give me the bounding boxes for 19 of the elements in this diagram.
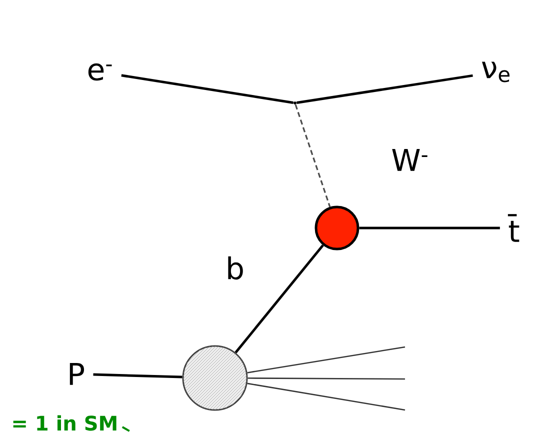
line [121, 74, 294, 104]
vertex-point [294, 102, 296, 104]
line [93, 373, 182, 378]
particle-label: e$^{-}$ [88, 63, 112, 81]
line [234, 244, 324, 354]
line [296, 74, 473, 104]
line [247, 382, 406, 411]
line [248, 378, 405, 380]
line [359, 226, 500, 230]
vertex-circle [314, 206, 360, 250]
edge-label: W$^{-}$ [392, 149, 428, 171]
note-text: = 1 in SM [13, 415, 116, 431]
hatched-blob [182, 345, 248, 411]
particle-label: t̄ [508, 214, 520, 242]
particle-label: P [70, 363, 84, 385]
line [247, 346, 406, 374]
edge-label: b [228, 256, 243, 280]
line [294, 104, 331, 208]
particle-label: ν$_{e}$ [482, 62, 510, 82]
